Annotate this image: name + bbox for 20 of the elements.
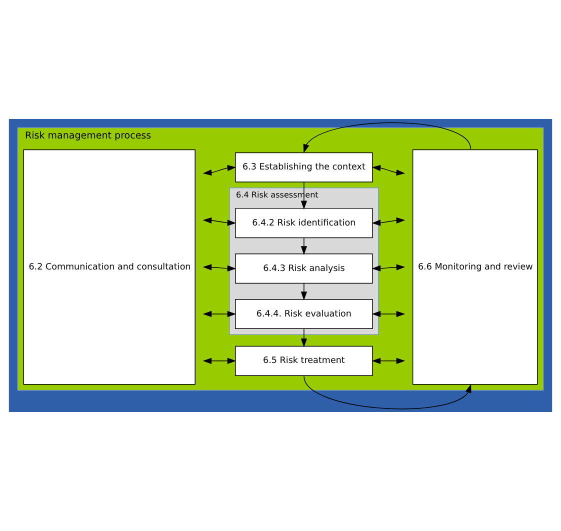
arrow xyxy=(202,310,236,318)
node-box: 6.4.4. Risk evaluation xyxy=(235,298,373,330)
node-box: 6.3 Establishing the context xyxy=(235,152,373,182)
arrow xyxy=(303,122,472,154)
arrow xyxy=(372,264,406,272)
arrow xyxy=(300,237,308,255)
node-box: 6.5 Risk treatment xyxy=(235,346,373,376)
arrow xyxy=(304,376,472,410)
arrow xyxy=(202,264,236,272)
arrow xyxy=(372,358,406,364)
arrow xyxy=(372,217,406,226)
node-box: 6.4.3 Risk analysis xyxy=(235,254,373,284)
node-box: 6.4.2 Risk identification xyxy=(235,208,373,238)
arrow xyxy=(300,328,308,348)
arrow xyxy=(372,310,406,318)
arrow xyxy=(202,358,236,364)
arrow xyxy=(202,217,236,226)
arrow xyxy=(300,282,308,300)
arrow xyxy=(372,164,406,176)
arrow xyxy=(202,164,236,176)
